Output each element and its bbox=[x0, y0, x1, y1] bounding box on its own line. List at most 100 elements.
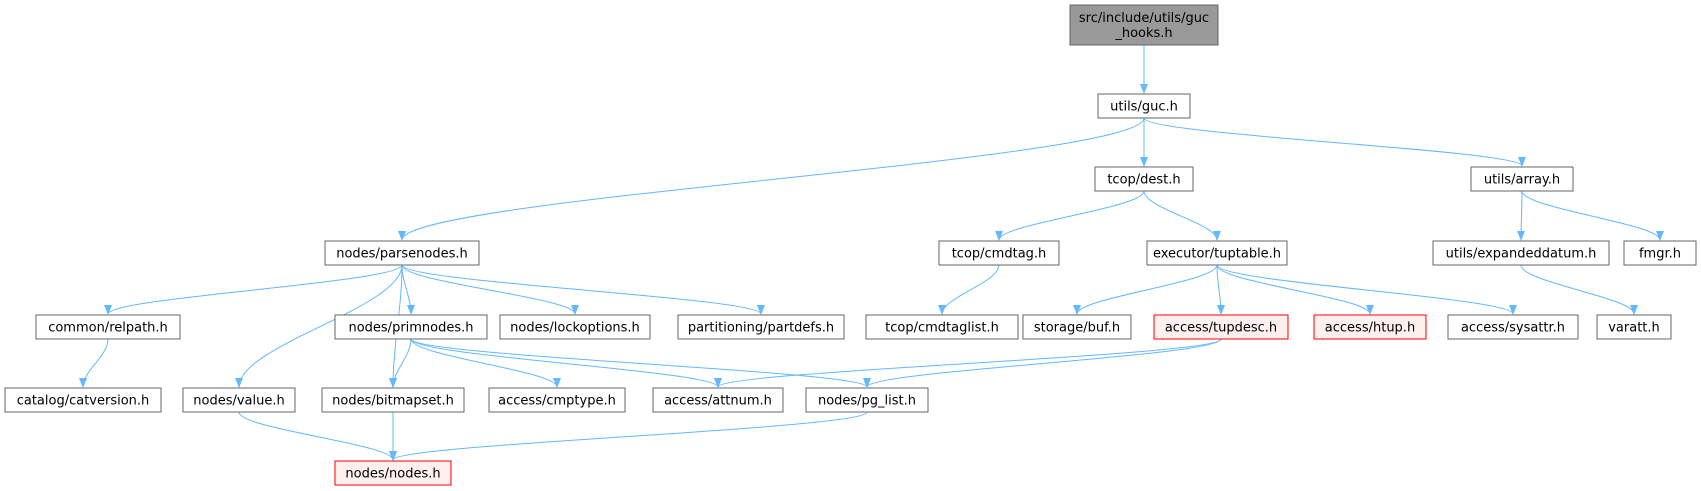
edge-primnodes-to-bitmapset bbox=[389, 338, 412, 388]
edge-parsenodes-to-relpath bbox=[104, 264, 403, 315]
node-label-guc_hooks: src/include/utils/guc bbox=[1079, 11, 1209, 26]
edge-tupdesc-to-attnum bbox=[714, 338, 1222, 388]
node-label-pg_list: nodes/pg_list.h bbox=[818, 394, 916, 409]
edge-primnodes-to-cmptype bbox=[410, 338, 561, 388]
node-catversion[interactable]: catalog/catversion.h bbox=[4, 387, 162, 413]
edge-tuptable-to-htup bbox=[1216, 264, 1374, 315]
node-parsenodes[interactable]: nodes/parsenodes.h bbox=[324, 240, 480, 266]
node-box-pg_list[interactable] bbox=[805, 387, 929, 413]
edge-dest-to-cmdtag bbox=[995, 190, 1145, 241]
edge-array-to-fmgr bbox=[1521, 190, 1664, 241]
edge-tuptable-to-buf bbox=[1073, 264, 1218, 315]
edge-tuptable-to-sysattr bbox=[1216, 264, 1517, 315]
node-label-guc_hooks: _hooks.h bbox=[1114, 26, 1172, 41]
node-label-nodes: nodes/nodes.h bbox=[345, 467, 440, 482]
node-box-tuptable[interactable] bbox=[1146, 240, 1288, 266]
node-box-htup[interactable] bbox=[1313, 314, 1427, 340]
edge-guc-to-parsenodes bbox=[398, 117, 1145, 241]
node-expandeddatum[interactable]: utils/expandeddatum.h bbox=[1432, 240, 1610, 266]
node-label-cmdtag: tcop/cmdtag.h bbox=[952, 247, 1047, 262]
nodes-layer: src/include/utils/guc_hooks.h utils/guc.h… bbox=[4, 4, 1697, 486]
node-label-htup: access/htup.h bbox=[1325, 321, 1415, 336]
node-label-varatt: varatt.h bbox=[1608, 321, 1660, 336]
node-box-guc[interactable] bbox=[1097, 93, 1191, 119]
node-label-buf: storage/buf.h bbox=[1034, 321, 1120, 336]
node-fmgr[interactable]: fmgr.h bbox=[1623, 240, 1697, 266]
node-label-value: nodes/value.h bbox=[193, 394, 284, 409]
node-label-lockoptions: nodes/lockoptions.h bbox=[510, 321, 640, 336]
node-box-guc_hooks[interactable] bbox=[1069, 4, 1219, 46]
edges-layer bbox=[79, 44, 1664, 461]
node-box-cmdtaglist[interactable] bbox=[865, 314, 1019, 340]
node-box-dest[interactable] bbox=[1094, 166, 1194, 192]
node-label-cmdtaglist: tcop/cmdtaglist.h bbox=[885, 321, 999, 336]
node-box-value[interactable] bbox=[182, 387, 296, 413]
node-label-dest: tcop/dest.h bbox=[1107, 173, 1180, 188]
node-array[interactable]: utils/array.h bbox=[1470, 166, 1574, 192]
edge-value-to-nodes bbox=[238, 411, 397, 461]
node-label-expandeddatum: utils/expandeddatum.h bbox=[1446, 247, 1597, 262]
node-box-varatt[interactable] bbox=[1596, 314, 1672, 340]
node-box-primnodes[interactable] bbox=[334, 314, 488, 340]
node-box-tupdesc[interactable] bbox=[1153, 314, 1289, 340]
node-box-partdefs[interactable] bbox=[677, 314, 845, 340]
node-label-bitmapset: nodes/bitmapset.h bbox=[332, 394, 454, 409]
node-sysattr[interactable]: access/sysattr.h bbox=[1447, 314, 1579, 340]
edge-pg_list-to-nodes bbox=[389, 411, 868, 461]
node-tuptable[interactable]: executor/tuptable.h bbox=[1146, 240, 1288, 266]
node-label-sysattr: access/sysattr.h bbox=[1461, 321, 1565, 336]
node-bitmapset[interactable]: nodes/bitmapset.h bbox=[321, 387, 465, 413]
node-box-cmdtag[interactable] bbox=[938, 240, 1060, 266]
node-label-parsenodes: nodes/parsenodes.h bbox=[336, 247, 468, 262]
node-guc_hooks[interactable]: src/include/utils/guc_hooks.h bbox=[1069, 4, 1219, 46]
node-label-guc: utils/guc.h bbox=[1110, 100, 1178, 115]
node-cmdtag[interactable]: tcop/cmdtag.h bbox=[938, 240, 1060, 266]
node-box-lockoptions[interactable] bbox=[499, 314, 651, 340]
edge-tuptable-to-tupdesc bbox=[1216, 264, 1225, 315]
edge-tupdesc-to-pg_list bbox=[863, 338, 1222, 388]
node-label-relpath: common/relpath.h bbox=[48, 321, 168, 336]
node-attnum[interactable]: access/attnum.h bbox=[652, 387, 784, 413]
node-box-nodes[interactable] bbox=[334, 460, 452, 486]
node-box-buf[interactable] bbox=[1022, 314, 1132, 340]
node-dest[interactable]: tcop/dest.h bbox=[1094, 166, 1194, 192]
node-relpath[interactable]: common/relpath.h bbox=[35, 314, 181, 340]
node-box-catversion[interactable] bbox=[4, 387, 162, 413]
node-label-cmptype: access/cmptype.h bbox=[498, 394, 616, 409]
node-lockoptions[interactable]: nodes/lockoptions.h bbox=[499, 314, 651, 340]
node-primnodes[interactable]: nodes/primnodes.h bbox=[334, 314, 488, 340]
node-htup[interactable]: access/htup.h bbox=[1313, 314, 1427, 340]
node-value[interactable]: nodes/value.h bbox=[182, 387, 296, 413]
node-cmptype[interactable]: access/cmptype.h bbox=[488, 387, 626, 413]
node-partdefs[interactable]: partitioning/partdefs.h bbox=[677, 314, 845, 340]
node-cmdtaglist[interactable]: tcop/cmdtaglist.h bbox=[865, 314, 1019, 340]
node-box-array[interactable] bbox=[1470, 166, 1574, 192]
node-label-catversion: catalog/catversion.h bbox=[17, 394, 150, 409]
node-label-tupdesc: access/tupdesc.h bbox=[1165, 321, 1277, 336]
node-box-sysattr[interactable] bbox=[1447, 314, 1579, 340]
node-buf[interactable]: storage/buf.h bbox=[1022, 314, 1132, 340]
node-box-fmgr[interactable] bbox=[1623, 240, 1697, 266]
node-box-cmptype[interactable] bbox=[488, 387, 626, 413]
node-box-bitmapset[interactable] bbox=[321, 387, 465, 413]
edge-array-to-expandeddatum bbox=[1517, 190, 1526, 241]
node-guc[interactable]: utils/guc.h bbox=[1097, 93, 1191, 119]
node-pg_list[interactable]: nodes/pg_list.h bbox=[805, 387, 929, 413]
edge-primnodes-to-attnum bbox=[410, 338, 722, 388]
node-varatt[interactable]: varatt.h bbox=[1596, 314, 1672, 340]
edge-parsenodes-to-lockoptions bbox=[401, 264, 579, 315]
node-tupdesc[interactable]: access/tupdesc.h bbox=[1153, 314, 1289, 340]
node-box-attnum[interactable] bbox=[652, 387, 784, 413]
node-label-primnodes: nodes/primnodes.h bbox=[348, 321, 473, 336]
edge-expandeddatum-to-varatt bbox=[1520, 264, 1638, 315]
node-nodes[interactable]: nodes/nodes.h bbox=[334, 460, 452, 486]
node-label-attnum: access/attnum.h bbox=[664, 394, 772, 409]
node-box-expandeddatum[interactable] bbox=[1432, 240, 1610, 266]
edge-cmdtag-to-cmdtaglist bbox=[938, 264, 1000, 315]
edge-relpath-to-catversion bbox=[79, 338, 109, 388]
edge-primnodes-to-pg_list bbox=[410, 338, 871, 388]
node-box-parsenodes[interactable] bbox=[324, 240, 480, 266]
edge-guc-to-array bbox=[1143, 117, 1526, 167]
node-box-relpath[interactable] bbox=[35, 314, 181, 340]
